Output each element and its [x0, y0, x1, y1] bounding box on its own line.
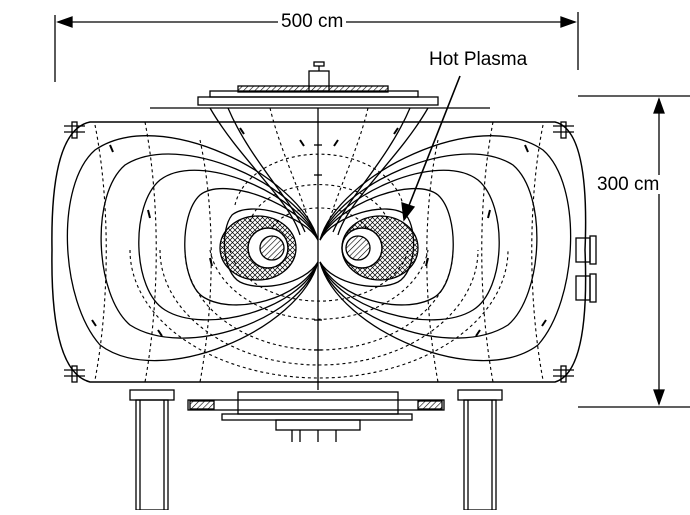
width-dimension-label: 500 cm — [278, 12, 347, 31]
height-dimension-line — [578, 95, 690, 408]
flux-surfaces-left — [66, 135, 319, 362]
dashed-field-lines — [94, 107, 544, 383]
bottom-flange — [187, 391, 445, 442]
hot-plasma-label: Hot Plasma — [429, 49, 528, 70]
support-leg-right — [457, 389, 503, 511]
separatrix-lines — [209, 107, 429, 236]
central-axis — [314, 108, 322, 390]
flux-surfaces-right — [319, 135, 572, 362]
vacuum-vessel-outline — [51, 121, 587, 383]
support-leg-left — [129, 389, 175, 511]
plasma-callout-arrow — [401, 75, 461, 222]
left-coil-assembly — [219, 215, 297, 281]
top-flange — [150, 61, 490, 109]
probe-markers — [91, 127, 547, 337]
side-rods — [64, 121, 574, 383]
height-dimension-label: 300 cm — [594, 175, 663, 194]
side-ports — [575, 235, 597, 303]
right-coil-assembly — [341, 215, 419, 281]
